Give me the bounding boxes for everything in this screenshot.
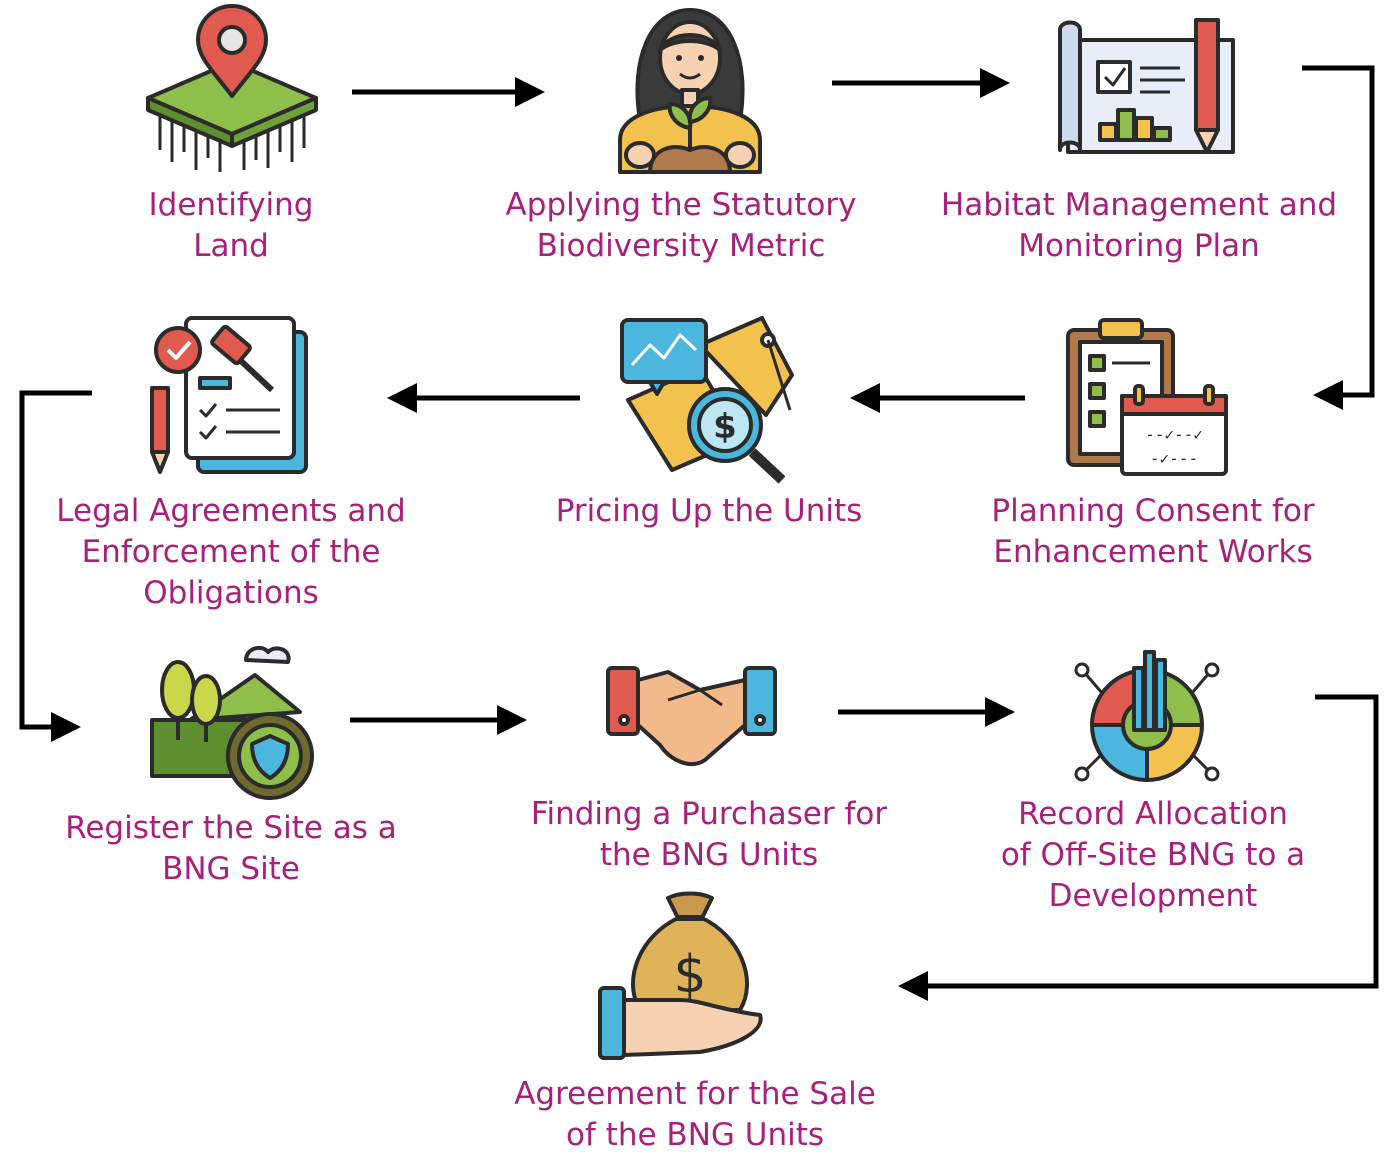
label-line: Development [1048,878,1258,914]
money-bag-hand-icon: $ [598,891,763,1060]
label-line: Monitoring Plan [1018,228,1260,264]
label-line: the BNG Units [599,837,819,873]
step-label-habitat-plan: Habitat Management and Monitoring Plan [941,185,1337,267]
label-line: Agreement for the Sale [514,1076,876,1112]
label-line: Enforcement of the [81,534,381,570]
svg-text:$: $ [713,407,737,447]
label-line: Applying the Statutory [505,187,857,223]
label-line: Identifying [148,187,314,223]
step-label-record-allocation: Record Allocation of Off-Site BNG to a D… [1001,794,1305,917]
step-label-agreement-sale: Agreement for the Sale of the BNG Units [514,1074,876,1156]
handshake-icon [606,666,777,766]
allocation-chart-icon [1074,650,1220,782]
label-line: Finding a Purchaser for [530,796,888,832]
clipboard-calendar-icon: --✓--✓ -✓--- [1066,318,1228,476]
label-line: Record Allocation [1018,796,1288,832]
step-label-register-site: Register the Site as a BNG Site [65,808,397,890]
label-line: Land [193,228,269,264]
svg-text:-✓---: -✓--- [1150,449,1198,468]
step-label-planning-consent: Planning Consent for Enhancement Works [991,491,1314,573]
arrow-6-to-7 [19,390,92,742]
label-line: Legal Agreements and [56,493,406,529]
svg-text:--✓--✓: --✓--✓ [1145,425,1203,444]
label-line: Register the Site as a [65,810,397,846]
svg-text:$: $ [673,945,706,1005]
label-line: of Off-Site BNG to a [1000,837,1306,873]
label-line: Planning Consent for [991,493,1315,529]
step-label-applying-metric: Applying the Statutory Biodiversity Metr… [506,185,857,267]
arrow-3-to-4 [1302,65,1375,410]
label-line: Habitat Management and [940,187,1338,223]
protected-landscape-icon [150,645,314,800]
woman-with-seedling-icon [618,8,762,174]
legal-document-gavel-icon [150,316,308,474]
label-line: BNG Site [162,851,300,887]
flow-arrows [19,65,1379,1001]
arrow-9-to-10 [898,694,1379,1001]
step-label-finding-purchaser: Finding a Purchaser for the BNG Units [531,794,887,876]
label-line: Biodiversity Metric [536,228,826,264]
price-analysis-icon: $ [620,316,794,484]
blueprint-with-pencil-icon [1058,18,1235,154]
step-label-legal-agreements: Legal Agreements and Enforcement of the … [56,491,405,614]
step-label-pricing-units: Pricing Up the Units [556,491,863,532]
label-line: Enhancement Works [993,534,1313,570]
label-line: of the BNG Units [565,1117,825,1153]
label-line: Obligations [143,575,319,611]
label-line: Pricing Up the Units [555,493,863,529]
map-pin-land-icon [146,4,318,172]
step-label-identifying-land: Identifying Land [149,185,314,267]
